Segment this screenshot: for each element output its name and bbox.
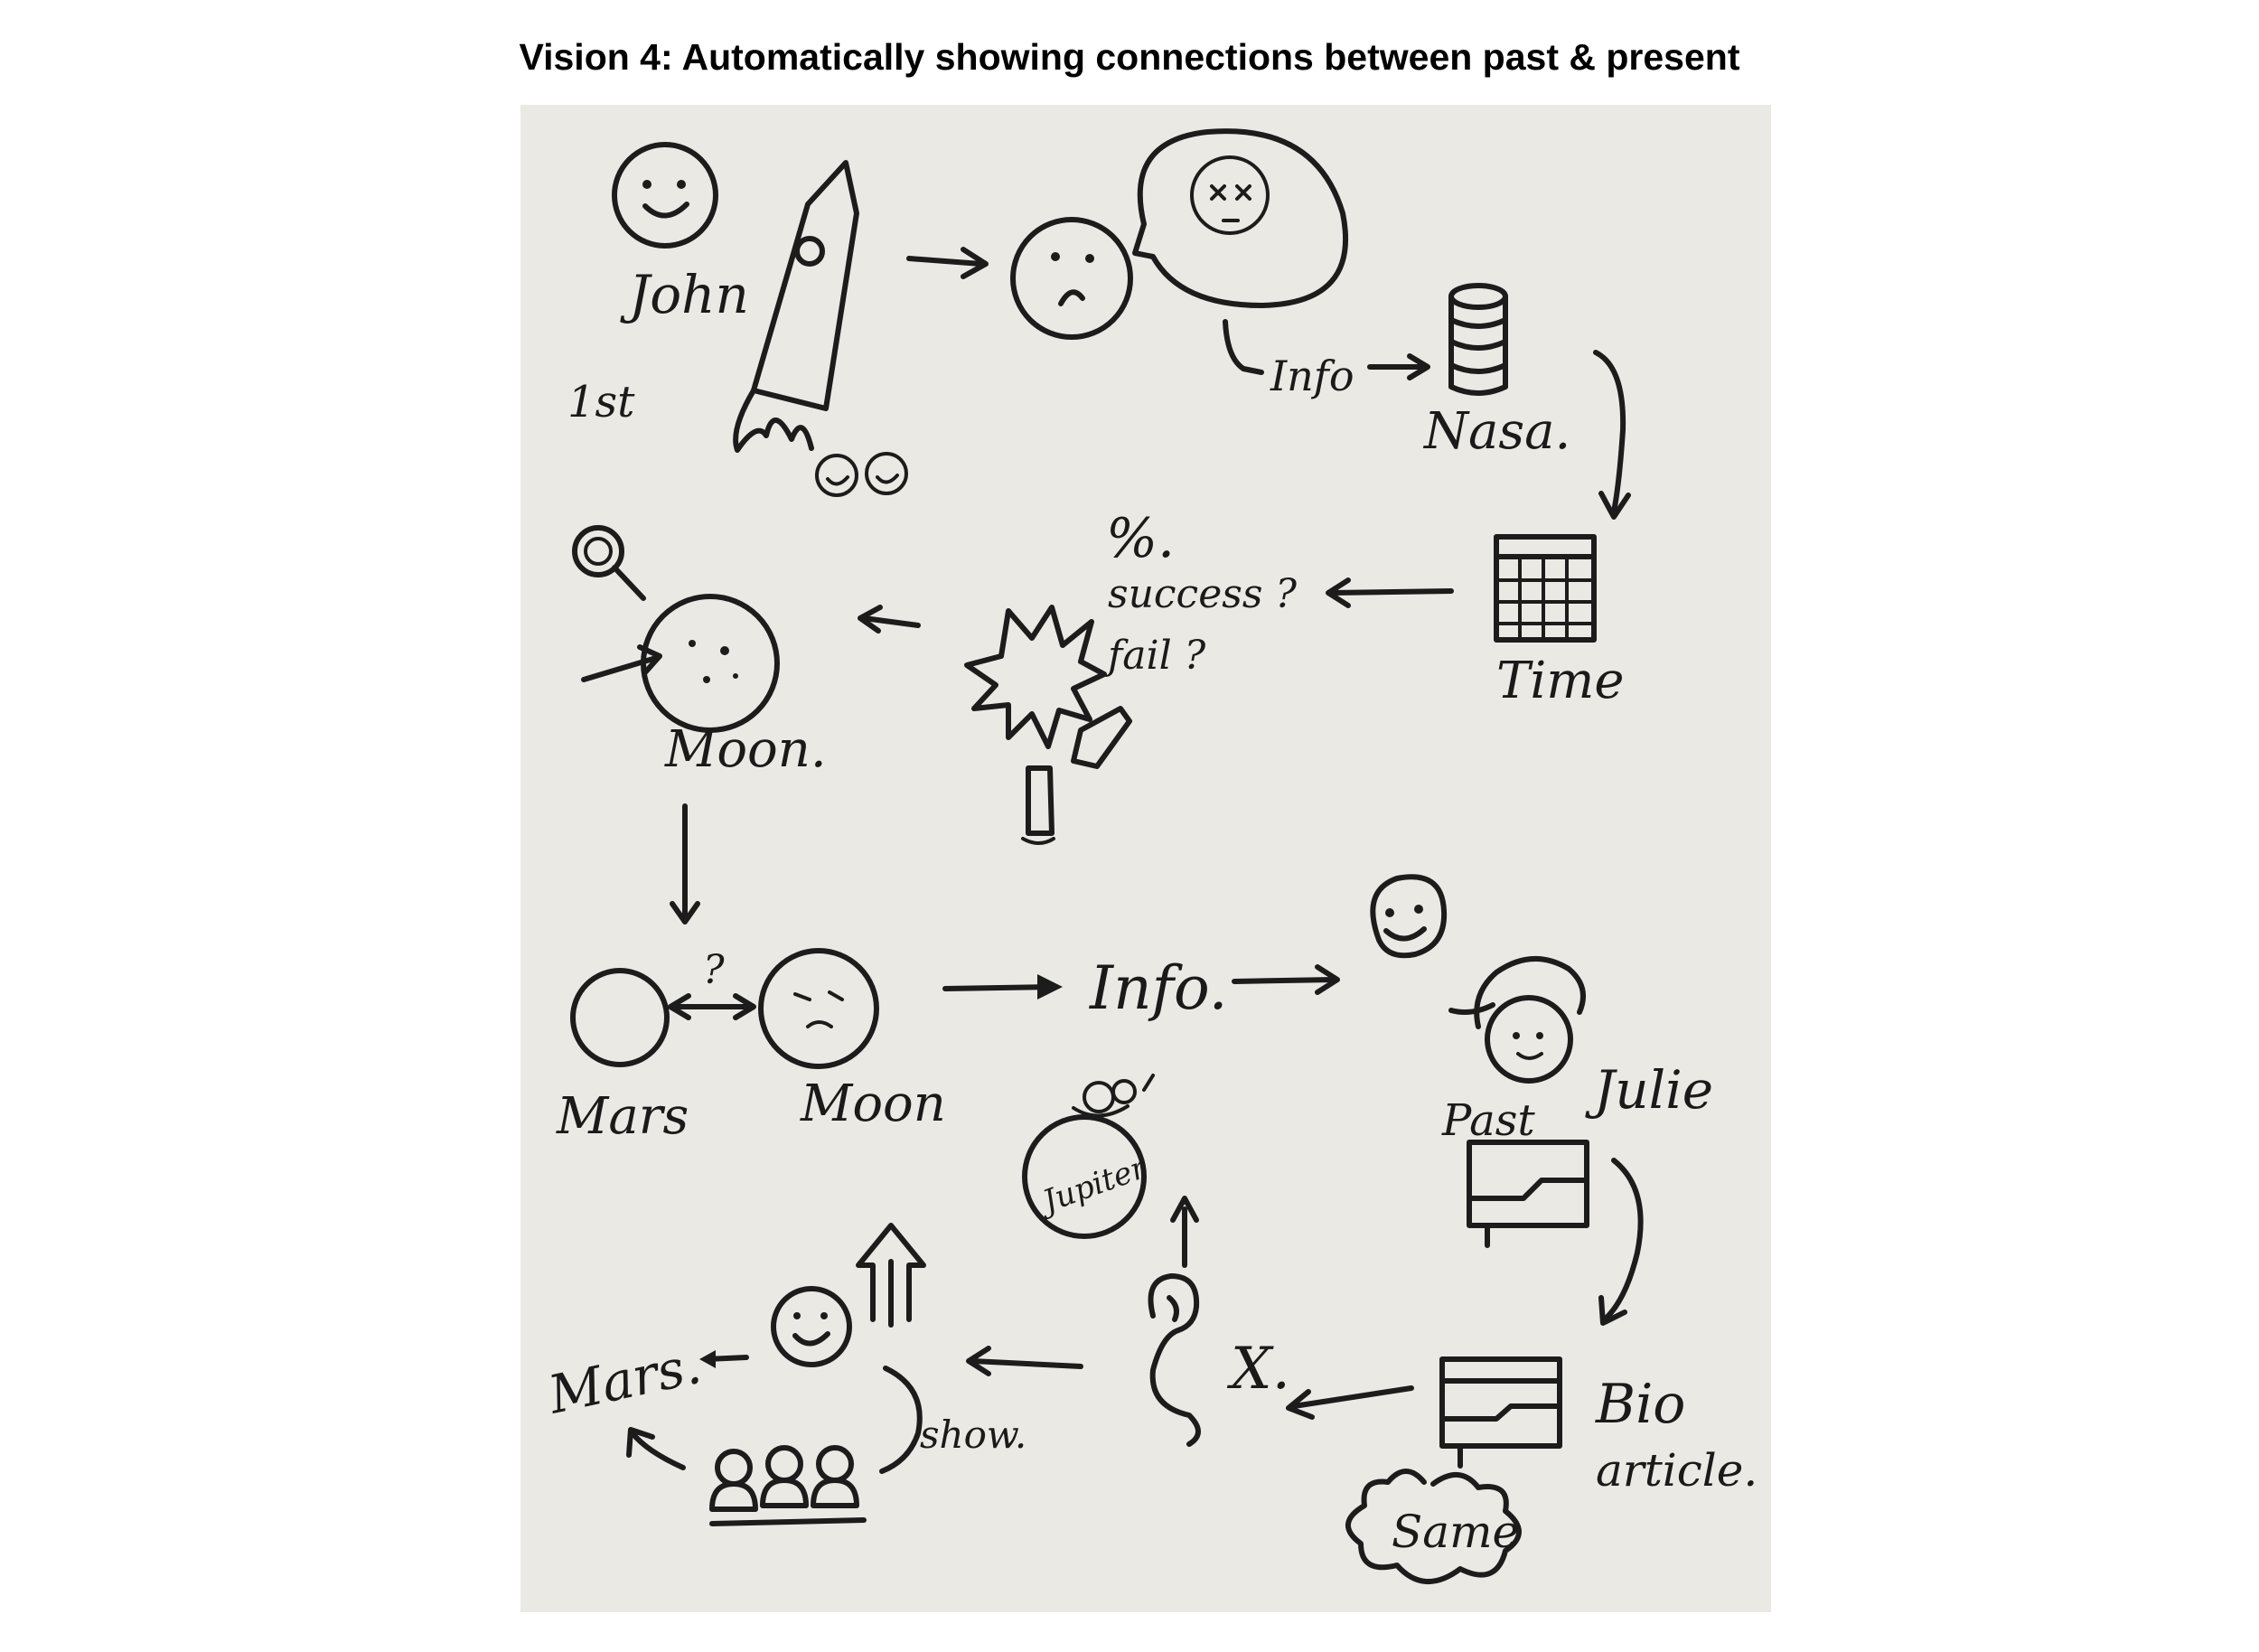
question-label: ? [703,947,725,993]
mars-bottom-label: Mars. [542,1334,706,1426]
magnifier-icon [572,525,646,601]
arrow-figure-to-smiley [966,1346,1083,1376]
nasa-label: Nasa. [1422,402,1570,461]
same-cloud-icon [1345,1469,1522,1584]
arrow-people-to-smiley [879,1366,923,1474]
bio-chart-icon [1439,1356,1562,1469]
bio-label: Bio [1595,1373,1685,1436]
info-mid-label: Info. [1089,953,1228,1023]
arrow-bio-to-figure [1286,1385,1414,1420]
thinking-figure-icon [1148,1273,1201,1447]
calendar-time-icon [1494,534,1597,643]
page-title: Vision 4: Automatically showing connecti… [519,36,1740,78]
two-smileys-icon [815,452,908,497]
arrow-info-to-nasa [1367,353,1430,380]
moon-mid-label: Moon [800,1075,946,1133]
smiley-right-icon [1370,874,1448,959]
x-mark-label: X. [1226,1336,1290,1403]
show-label: show. [920,1413,1026,1457]
arrow-past-to-bio [1598,1158,1644,1326]
moon-top-label: Moon. [664,720,827,779]
arrow-info-to-smiley [1232,964,1340,995]
moon-mid-icon [758,948,879,1069]
arrow-up-to-jupiter [1170,1196,1199,1268]
mars-mid-icon [570,968,670,1067]
julie-label: Julie [1585,1059,1713,1121]
past-chart-icon [1467,1140,1589,1248]
jupiter-icon [1022,1114,1147,1239]
whiteboard-sketch: John 1st Info Nasa. [520,105,1771,1612]
arrow-nasa-to-time [1593,350,1631,520]
info-top-label: Info [1270,352,1354,400]
julie-face-cap-icon [1448,956,1586,1084]
smiley-bottom-icon [771,1286,852,1367]
article-label: article. [1596,1444,1758,1497]
thought-bubble-dead-face-icon [1132,128,1349,308]
percent-label: %. [1106,507,1175,570]
rocket-icon [733,160,859,453]
arrow-explosion-to-moon [858,605,921,634]
arrow-smiley-to-mars [699,1350,749,1368]
sketch-canvas: John 1st Info Nasa. [542,128,1758,1584]
john-smiley-icon [612,142,718,249]
crashed-rocket-icon [1021,706,1132,845]
arrow-john-to-sad [906,247,989,279]
first-label: 1st [567,377,635,427]
mars-mid-label: Mars [556,1087,689,1146]
up-arrow-icon [856,1223,926,1328]
john-label: John [620,264,749,325]
database-stack-icon [1448,283,1508,396]
arrow-time-to-explosion [1326,577,1454,608]
arrow-people-to-mars [626,1427,686,1470]
arrow-mars-moon-double [668,993,756,1020]
jupiter-astronaut-icon [1072,1074,1155,1118]
arrow-moon-down [670,803,700,925]
explosion-icon [964,605,1107,749]
time-label: Time [1496,652,1625,710]
success-label: success ? [1108,571,1297,617]
arrow-into-moon [581,644,662,682]
moon-top-icon [641,594,780,733]
sad-face-icon [1010,217,1133,340]
arrow-moon-to-info [942,974,1063,1000]
past-label: Past [1441,1095,1535,1146]
fail-label: fail ? [1105,633,1206,679]
same-label: Same [1392,1506,1519,1558]
arrow-bubble-to-info [1223,319,1264,375]
audience-people-icon [709,1445,867,1526]
